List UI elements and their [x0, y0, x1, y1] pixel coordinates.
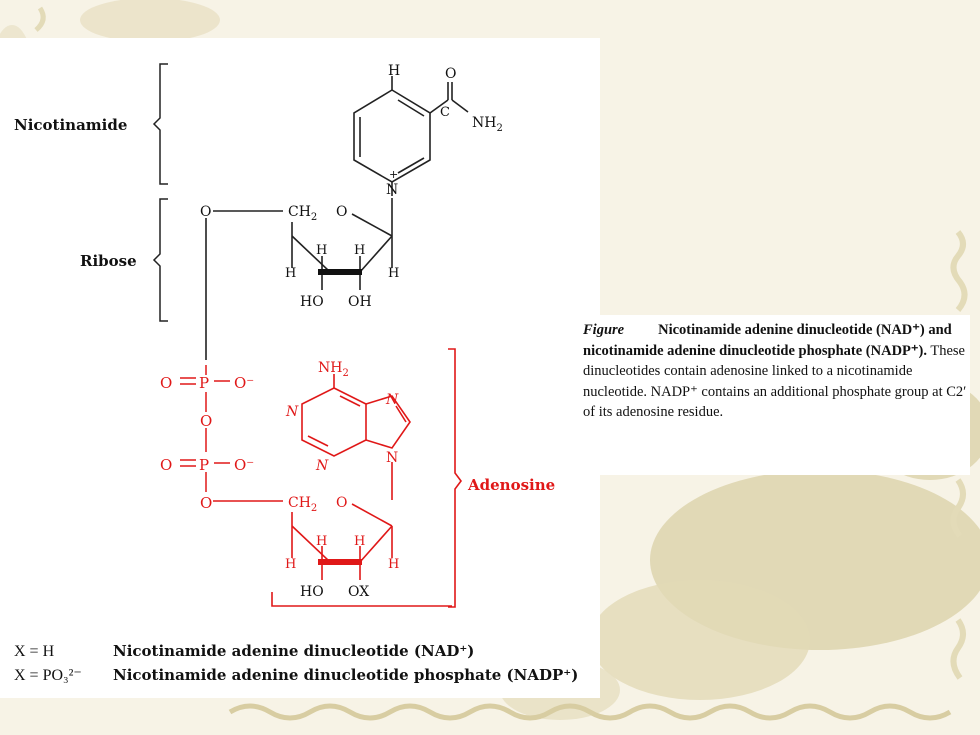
nicotinamide-bracket: [152, 63, 168, 185]
legend-name-nadp: Nicotinamide adenine dinucleotide phosph…: [113, 666, 578, 684]
caption-body: These dinucleotides contain adenosine li…: [583, 342, 967, 421]
atom-h-ribose-8: H: [388, 557, 399, 572]
atom-h-top: H: [388, 63, 400, 79]
ribose-bracket: [152, 198, 168, 322]
caption-figure-label: Figure: [583, 322, 625, 338]
atom-h-ribose-6: H: [354, 534, 365, 549]
atom-o-link-bottom: O: [200, 494, 212, 512]
nicotinamide-ring: [353, 76, 469, 196]
phosphate-bonds: [180, 365, 230, 492]
atom-n1-adenine: N: [285, 404, 299, 420]
atom-h-ribose-2: H: [354, 243, 365, 258]
atom-h-ribose-4: H: [388, 266, 399, 281]
atom-n7-adenine: N: [385, 392, 399, 408]
legend-x-nad: X = H: [14, 643, 55, 660]
adenosine-bracket-bottom: [271, 592, 452, 607]
atom-ch2-bottom: CH2: [288, 495, 317, 514]
atom-ho-bottom: HO: [300, 584, 324, 600]
svg-text:C: C: [440, 105, 450, 120]
atom-ho-top: HO: [300, 294, 324, 310]
vine-curl-decoration: [34, 6, 46, 32]
atom-h-ribose-5: H: [316, 534, 327, 549]
atom-o-ring-top: O: [336, 204, 347, 220]
figure-panel: [0, 38, 600, 698]
atom-h-ribose-7: H: [285, 557, 296, 572]
atom-o-ring-bottom: O: [336, 495, 347, 511]
atom-ch2-top: CH2: [288, 204, 317, 223]
atom-h-ribose-3: H: [285, 266, 296, 281]
atom-p2: P: [199, 456, 209, 474]
adenosine-bracket: [448, 348, 462, 608]
legend: X = H Nicotinamide adenine dinucleotide …: [14, 642, 578, 684]
caption-panel: [575, 315, 970, 475]
atom-p1: P: [199, 374, 209, 392]
atom-nh2-adenine: NH2: [318, 360, 349, 379]
atom-nh2: NH2: [472, 115, 503, 134]
atom-o-bridge: O: [200, 412, 212, 430]
atom-n-ring: N: [386, 182, 398, 198]
caption-title: Nicotinamide adenine dinucleotide: [658, 322, 873, 338]
charge-plus: +: [389, 168, 398, 181]
atom-n9-adenine: N: [386, 450, 398, 466]
nicotinamide-label: Nicotinamide: [14, 116, 127, 134]
atom-ox-bottom: OX: [348, 584, 369, 600]
atom-o-link-top: O: [200, 204, 211, 220]
caption-title-continued: (NAD⁺) and nicotinamide adenine dinucleo…: [583, 322, 952, 359]
atom-o-p1-double: O: [160, 374, 172, 392]
legend-x-nadp: X = PO₃²⁻: [14, 667, 82, 684]
atom-o-minus-1: O⁻: [234, 374, 254, 392]
atom-o-carbonyl: O: [445, 66, 456, 82]
atom-o-p2-double: O: [160, 456, 172, 474]
adenine-rings: [301, 374, 411, 500]
atom-oh-top: OH: [348, 294, 372, 310]
adenosine-label: Adenosine: [467, 476, 555, 494]
atom-o-minus-2: O⁻: [234, 456, 254, 474]
atom-h-ribose-1: H: [316, 243, 327, 258]
vine-border-decoration: [228, 703, 952, 721]
legend-name-nad: Nicotinamide adenine dinucleotide (NAD⁺): [113, 642, 474, 660]
left-brackets: [152, 63, 168, 322]
atom-n3-adenine: N: [315, 458, 329, 474]
ribose-label: Ribose: [80, 252, 137, 270]
